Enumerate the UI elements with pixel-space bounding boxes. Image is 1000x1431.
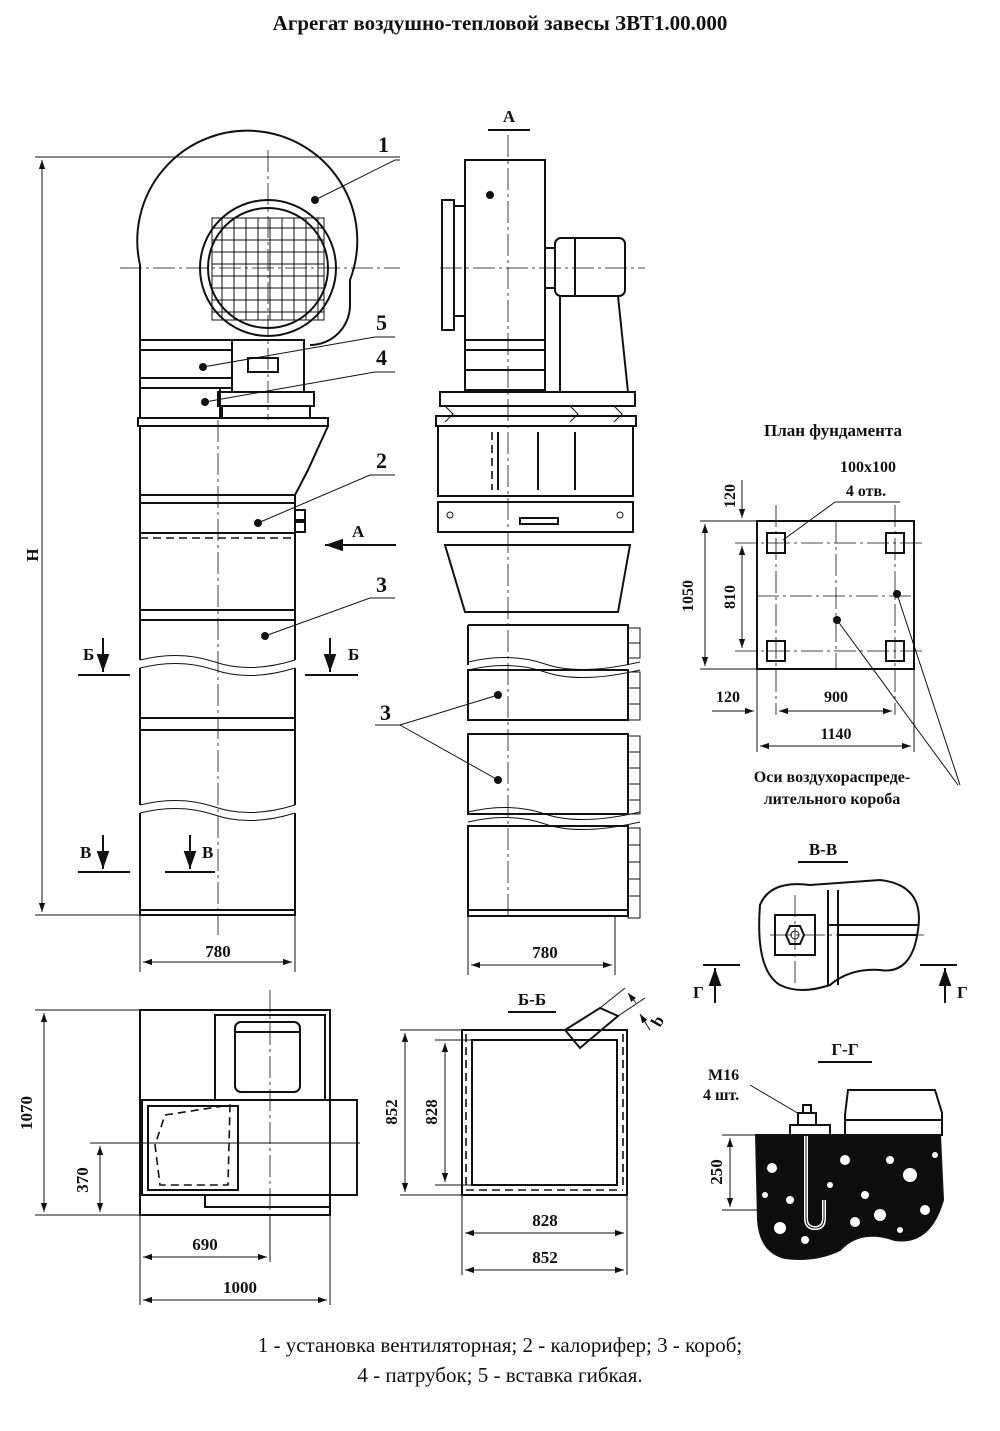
foundation-holes-count: 4 отв. [846,483,886,500]
dim-h: H [23,548,42,561]
foundation-plan: План фундамента 100х100 4 отв. 1050 120 … [680,421,961,808]
dim-bb-b: b [647,1012,668,1030]
dim-foundation-1140: 1140 [820,726,851,743]
foundation-axes-line2: лительного короба [764,791,901,808]
section-g-left: Г [693,983,704,1002]
dim-foundation-120-bottom: 120 [716,689,740,706]
dim-plan-1070: 1070 [17,1096,36,1130]
foundation-axes-line1: Оси воздухораспреде- [754,769,910,786]
plan-view: 1070 370 690 1000 [17,990,360,1305]
concrete-foundation [754,1134,945,1260]
dim-bb-852-vertical: 852 [382,1099,401,1125]
dim-bb-852-horizontal: 852 [532,1248,558,1267]
section-vv: В-В Г Г [693,840,968,1003]
dim-plan-1000: 1000 [223,1278,257,1297]
section-gg-title: Г-Г [831,1040,858,1059]
callout-1: 1 [378,132,389,157]
legend-line-2: 4 - патрубок; 5 - вставка гибкая. [357,1363,642,1387]
drawing-title: Агрегат воздушно-тепловой завесы ЗВТ1.00… [273,11,728,35]
dim-side-width: 780 [532,943,558,962]
dim-front-width: 780 [205,942,231,961]
callout-5: 5 [376,310,387,335]
bolt-count: 4 шт. [703,1087,739,1104]
dim-gg-250: 250 [707,1159,726,1185]
box-flanges [627,627,641,919]
dim-foundation-810: 810 [722,585,739,609]
side-view-a: А [375,107,645,975]
section-b-right: Б [348,645,359,664]
dim-foundation-120-top: 120 [722,484,739,508]
foundation-holes: 100х100 [840,459,896,476]
section-vv-title: В-В [809,840,837,859]
dim-bb-828-horizontal: 828 [532,1211,558,1230]
callout-2: 2 [376,448,387,473]
callout-4: 4 [376,345,387,370]
section-v-left: В [80,843,91,862]
callout-3-side: 3 [380,700,391,725]
dim-plan-690: 690 [192,1235,218,1254]
fan-grille [211,217,325,321]
section-v-right: В [202,843,213,862]
callout-3: 3 [376,572,387,597]
bolt-size: M16 [708,1067,739,1084]
dim-foundation-1050: 1050 [680,580,697,612]
concrete-aggregate [762,1152,938,1244]
section-g-right: Г [957,983,968,1002]
view-a-title: А [503,107,516,126]
dim-bb-828-vertical: 828 [422,1099,441,1125]
foundation-title: План фундамента [764,421,903,440]
section-bb: Б-Б 852 828 828 852 b [382,987,668,1275]
legend-line-1: 1 - установка вентиляторная; 2 - калориф… [258,1333,743,1357]
front-view: H [23,129,400,972]
dim-foundation-900: 900 [824,689,848,706]
section-gg: Г-Г M16 4 шт. 250 [703,1040,945,1260]
section-b-left: Б [83,645,94,664]
view-a-arrow-label: А [352,522,365,541]
dim-plan-370: 370 [73,1167,92,1193]
section-bb-title: Б-Б [518,990,546,1009]
